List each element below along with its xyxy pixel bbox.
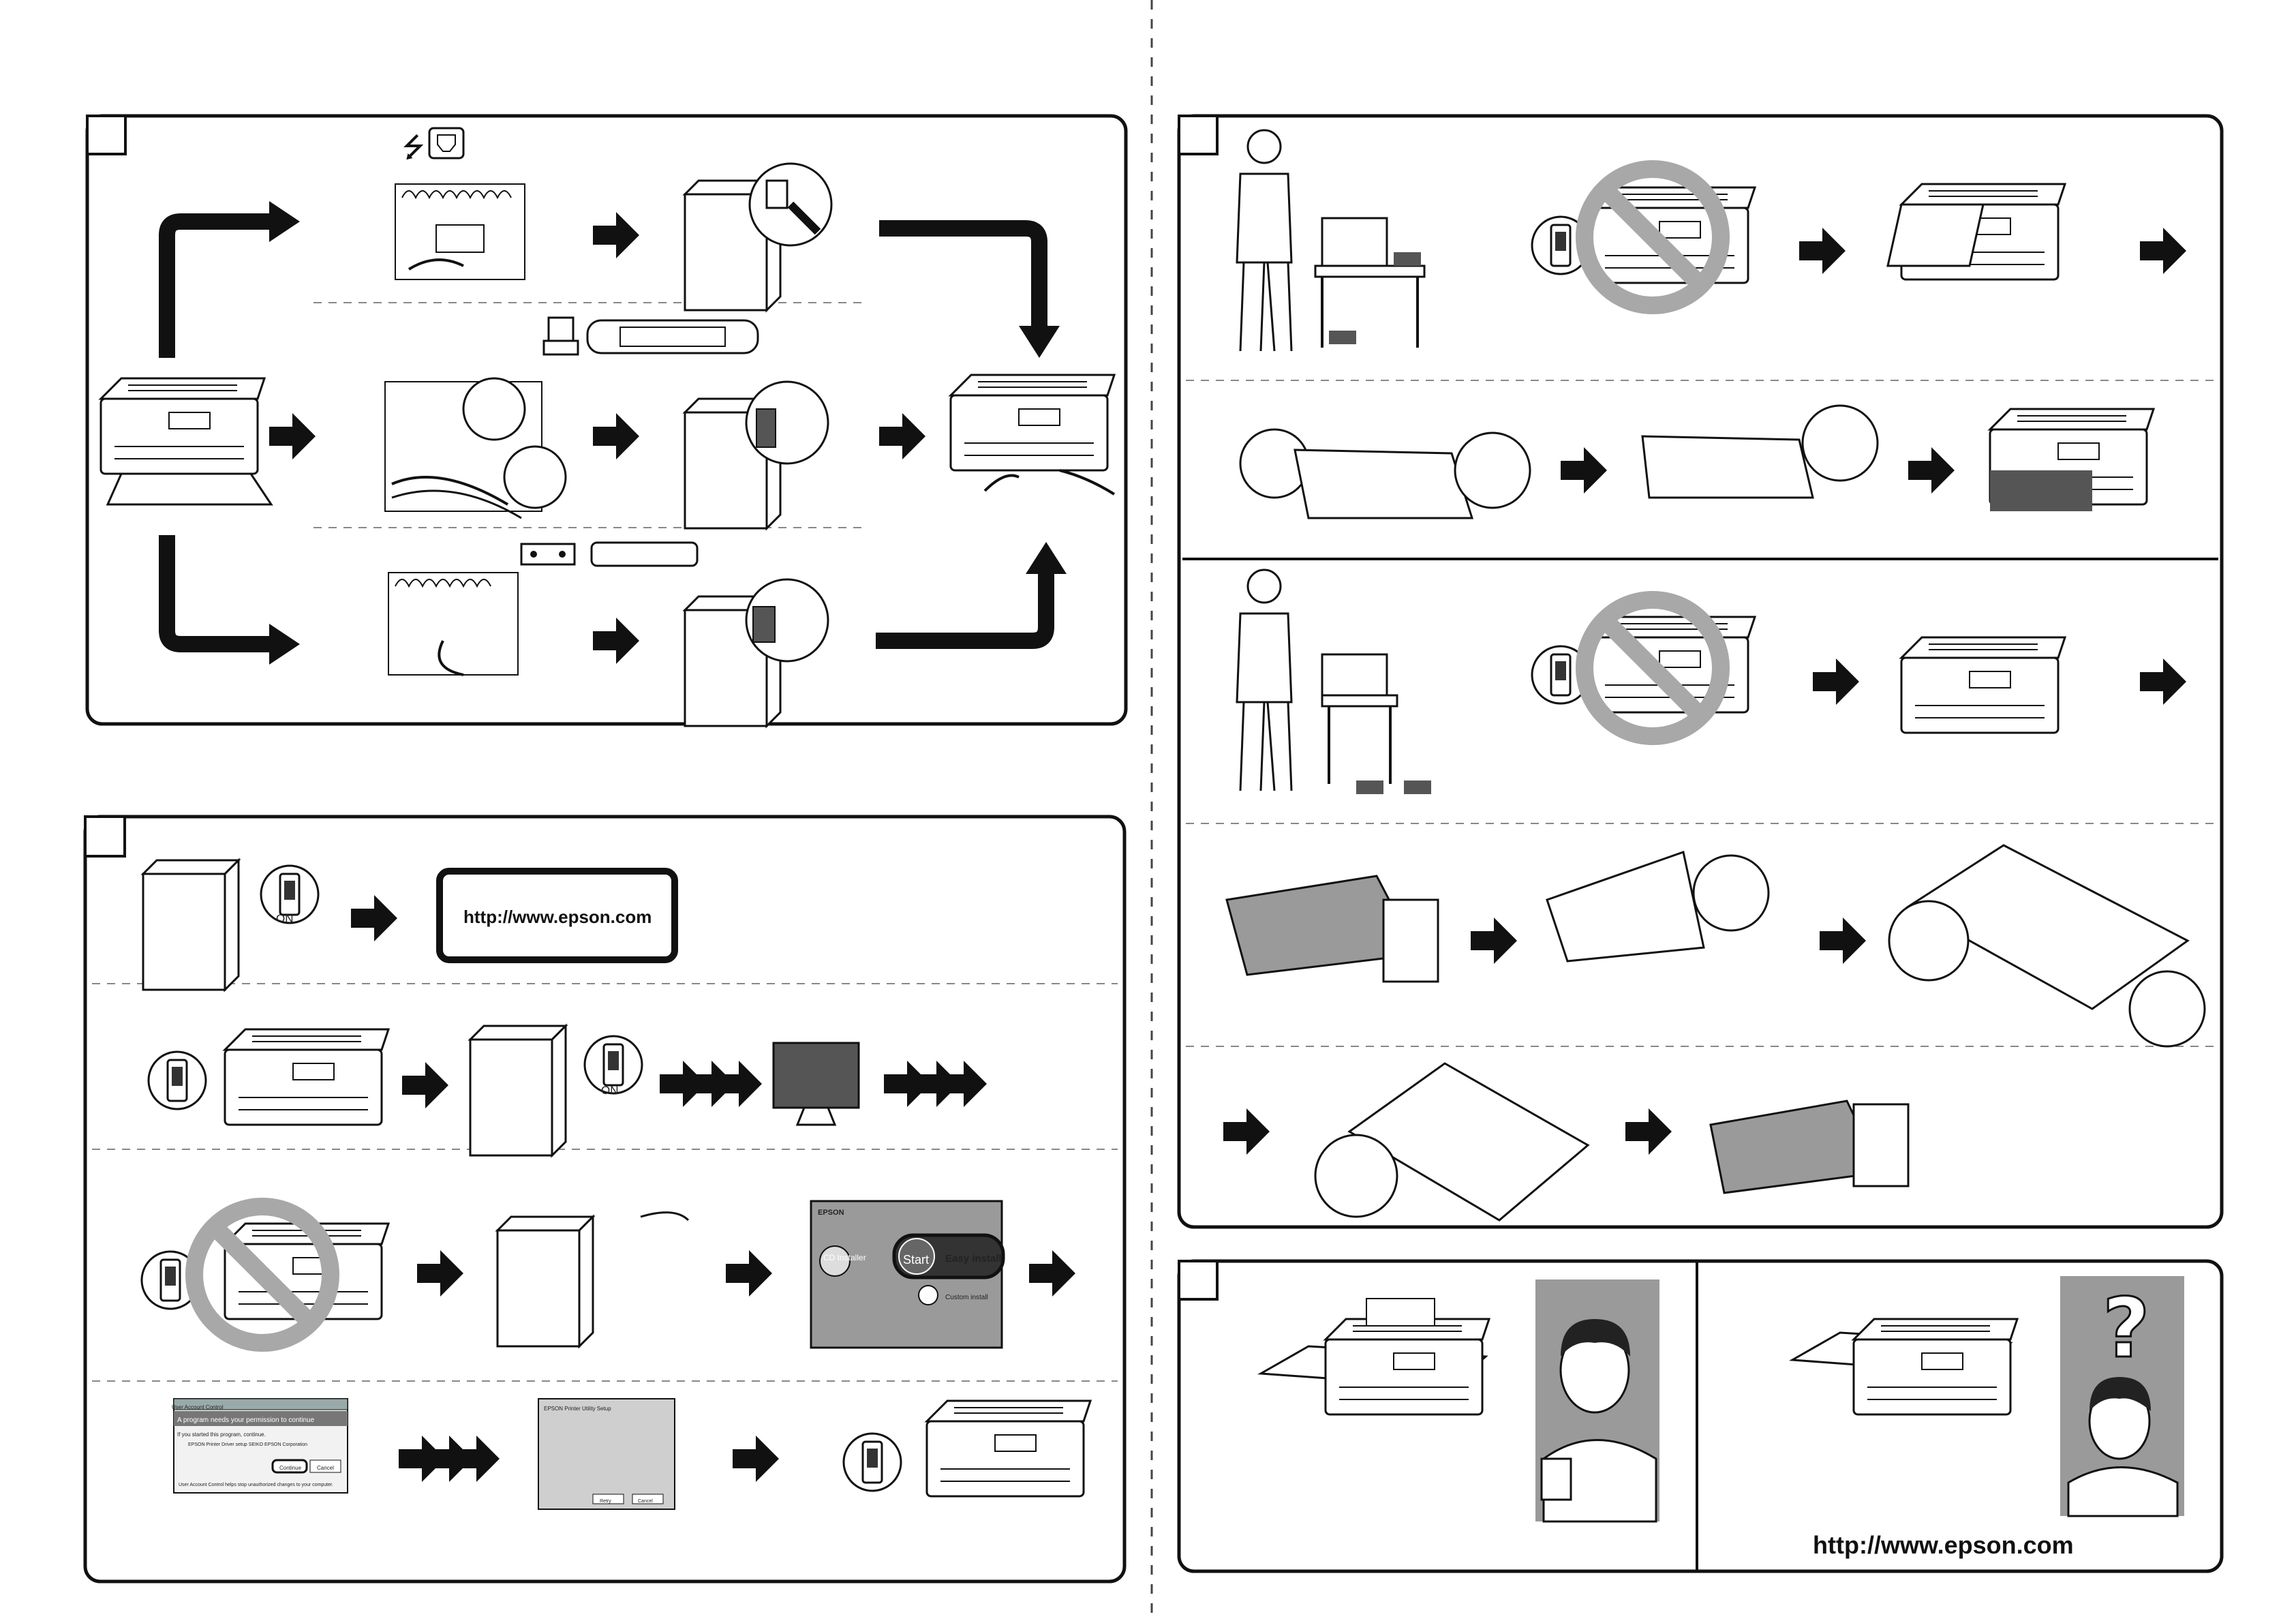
power-on-label-2: ON xyxy=(601,1084,619,1097)
parallel-printer-icon xyxy=(542,316,579,356)
uac-line-1: If you started this program, continue. xyxy=(177,1431,266,1438)
custom-install-label[interactable]: Custom install xyxy=(945,1294,988,1301)
printer-setup-cancel-button[interactable]: Cancel xyxy=(638,1499,653,1504)
test-print-panel: ? xyxy=(1177,1259,2224,1573)
monitor-illustration xyxy=(772,1042,860,1109)
svg-text:⭍: ⭍ xyxy=(402,132,425,164)
epson-url-link[interactable]: http://www.epson.com xyxy=(463,907,652,927)
printer-setup-retry-button[interactable]: Retry xyxy=(600,1499,611,1504)
uac-title: User Account Control xyxy=(172,1404,224,1410)
epson-url-link-support[interactable]: http://www.epson.com xyxy=(1813,1531,2074,1559)
connect-panel: ⭍ xyxy=(85,114,1128,727)
printer-test-problem xyxy=(1852,1318,2019,1416)
power-on-label: ON xyxy=(276,912,294,925)
url-box xyxy=(436,868,678,963)
person-illustration xyxy=(1236,129,1293,352)
printer-connected-illustration xyxy=(949,374,1116,496)
installer-brand: EPSON xyxy=(818,1209,844,1217)
uac-footer: User Account Control helps stop unauthor… xyxy=(179,1483,333,1487)
serial-port-icon xyxy=(520,541,699,567)
paper-loading-panel xyxy=(1177,114,2224,1229)
start-button-label[interactable]: Start xyxy=(903,1253,930,1267)
installer-cd-label: CD Installer xyxy=(823,1253,866,1262)
uac-line-2: EPSON Printer Driver setup SEIKO EPSON C… xyxy=(188,1442,308,1447)
question-mark-icon: ? xyxy=(2102,1282,2150,1376)
usb-icon: ⭍ xyxy=(402,132,425,164)
printer-test-ok xyxy=(1324,1298,1490,1416)
printer-rear-illustration xyxy=(100,377,273,506)
easy-install-label[interactable]: Easy install xyxy=(945,1253,1002,1264)
printer-setup-dialog xyxy=(538,1398,675,1510)
uac-heading: A program needs your permission to conti… xyxy=(177,1417,315,1424)
uac-cancel-button[interactable]: Cancel xyxy=(317,1465,334,1471)
install-panel xyxy=(83,815,1127,1584)
uac-continue-button[interactable]: Continue xyxy=(279,1465,302,1471)
printer-setup-title: EPSON Printer Utility Setup xyxy=(544,1406,611,1412)
